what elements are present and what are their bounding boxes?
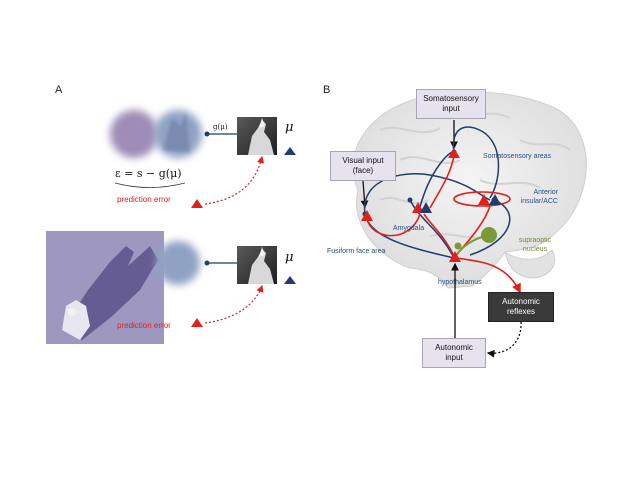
g-mu-label: g(μ) [213, 123, 228, 131]
fusiform-triangle-icon [361, 210, 373, 221]
error-triangle-icon [191, 199, 203, 208]
error-equation: ε = s − g(μ) [115, 167, 182, 180]
somatosensory-input-box: Somatosensory input [416, 89, 486, 119]
blurred-wolf-shadow-icon [163, 112, 190, 152]
prediction-error-label-top: prediction error [117, 195, 171, 204]
panel-b-letter: B [323, 84, 331, 96]
autonomic-input-box: Autonomic input [422, 338, 486, 368]
fusiform-face-area-label: Fusiform face area [327, 248, 386, 255]
panel-a-bottom [46, 231, 296, 344]
insula-triangle-blue-icon [489, 194, 501, 205]
amygdala-label: Amygdala [393, 225, 425, 232]
panel-a-top [110, 110, 296, 208]
insula-triangle-red-icon [478, 194, 490, 205]
prediction-dot [204, 260, 210, 266]
percept-circle-purple [110, 110, 158, 158]
autonomic-reflexes-box: Autonomic reflexes [488, 292, 554, 322]
visual-input-box: Visual input (face) [330, 151, 396, 181]
wolf-photo-icon-bottom [237, 246, 277, 284]
mu-label-bottom: μ [285, 250, 294, 265]
prediction-error-label-bottom: prediction error [117, 321, 171, 330]
pathways [360, 120, 522, 358]
prediction-dot [204, 131, 210, 137]
amygdala-triangle-red-icon [412, 202, 424, 213]
anterior-insular-label: Anterior insular/ACC [520, 189, 558, 205]
cat-shadow-photo-icon [46, 231, 164, 344]
error-triangle-icon-bottom [191, 318, 203, 327]
supraoptic-node [481, 227, 497, 243]
amygdala-triangle-blue-icon [420, 202, 432, 213]
percept-circle-blue-bottom [156, 241, 200, 285]
triangle-unit-icon-bottom [284, 276, 296, 284]
supraoptic-nucleus-label: supraoptic nucleus [518, 237, 552, 253]
somatosensory-areas-label: Somatosensory areas [483, 153, 552, 160]
panel-a-letter: A [55, 84, 63, 96]
mu-label-top: μ [285, 120, 294, 135]
hypothalamus-label: hypothalamus [438, 279, 482, 286]
somatosensory-triangle-icon [448, 148, 460, 158]
triangle-unit-icon [284, 147, 296, 155]
hypothalamus-triangle-icon [449, 251, 461, 262]
wolf-photo-icon [237, 117, 277, 155]
